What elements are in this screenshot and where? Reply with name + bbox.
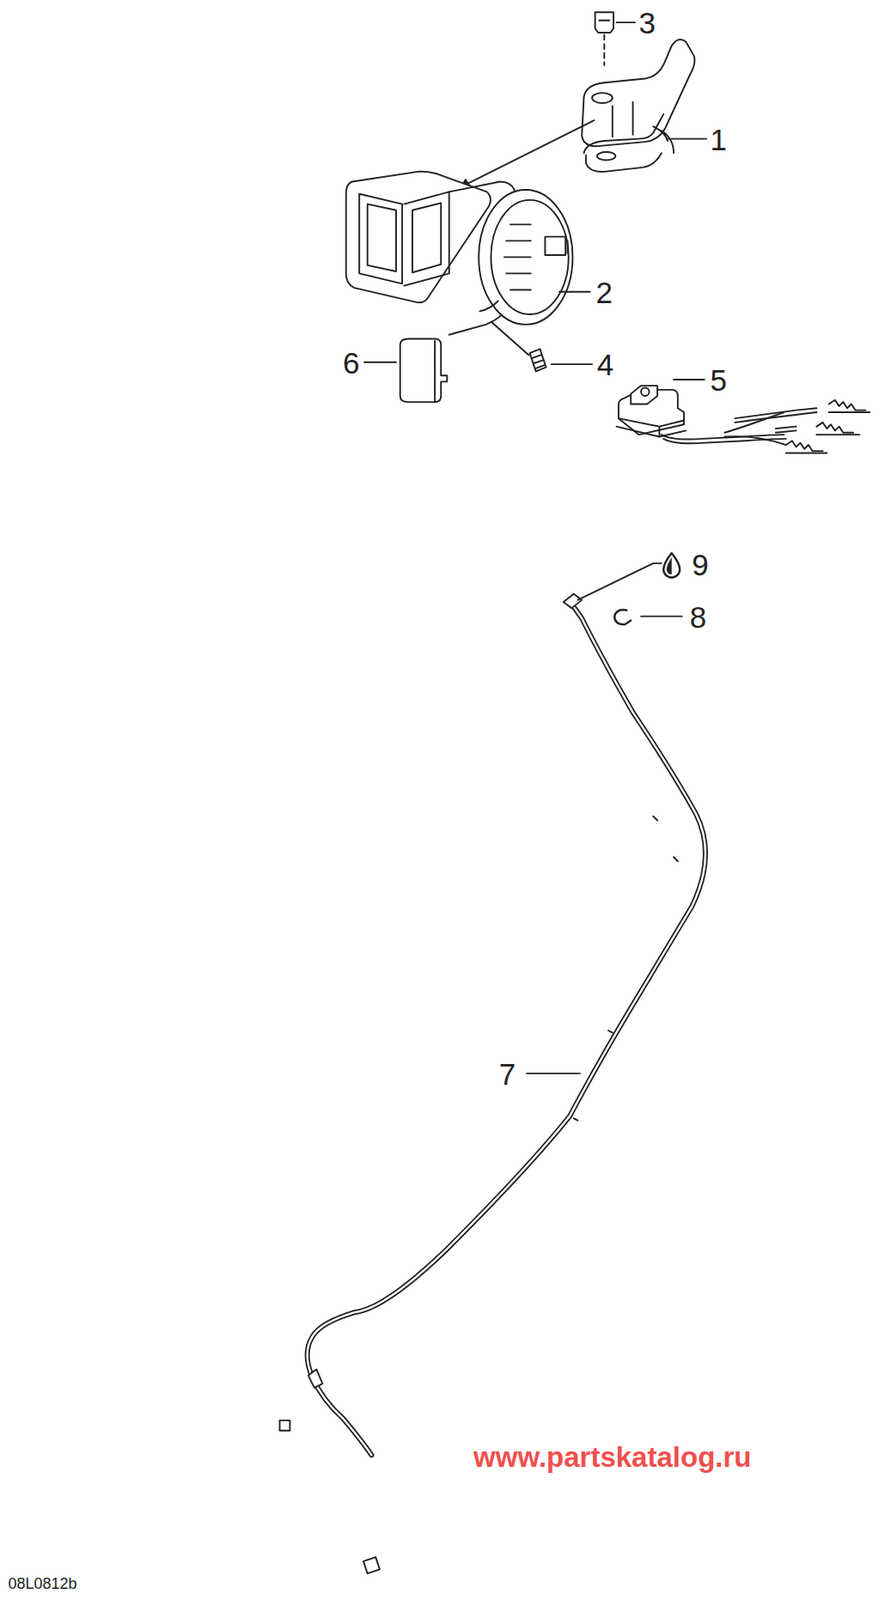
callout-number: 5 bbox=[710, 364, 727, 395]
drawing-code: 08L0812b bbox=[8, 1576, 78, 1593]
callout-number: 9 bbox=[691, 549, 708, 580]
watermark: www.partskatalog.ru bbox=[473, 1443, 751, 1472]
callout-number: 6 bbox=[342, 347, 360, 378]
callout-number: 4 bbox=[597, 349, 614, 380]
callout-number: 1 bbox=[710, 123, 727, 154]
callout-number: 3 bbox=[638, 7, 655, 38]
callout-number: 8 bbox=[689, 601, 707, 632]
callout-number: 2 bbox=[596, 276, 613, 307]
callout-number: 7 bbox=[499, 1058, 516, 1089]
